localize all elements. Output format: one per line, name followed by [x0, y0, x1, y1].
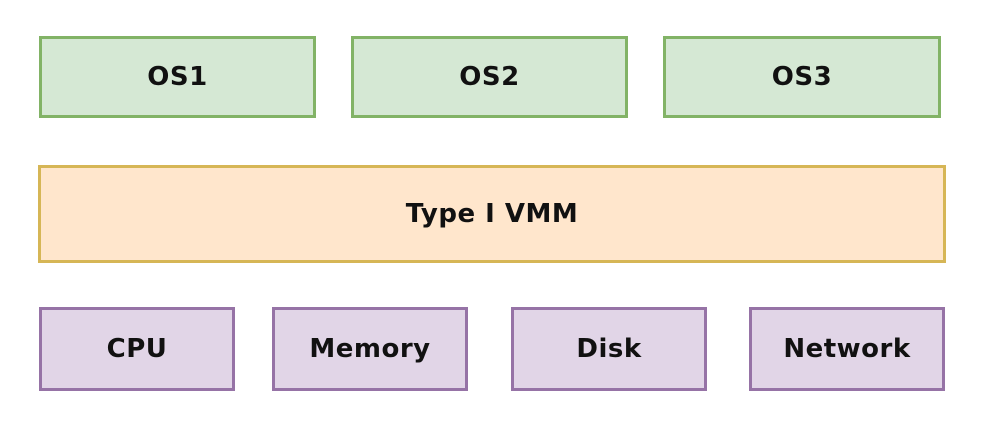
- hypervisor-box: Type I VMM: [38, 165, 946, 263]
- hardware-label: Memory: [309, 334, 431, 364]
- hardware-box-disk: Disk: [511, 307, 707, 391]
- guest-os-label: OS2: [459, 62, 520, 92]
- guest-os-box-1: OS1: [39, 36, 316, 118]
- hardware-label: Network: [783, 334, 911, 364]
- hypervisor-label: Type I VMM: [405, 199, 579, 229]
- guest-os-label: OS3: [771, 62, 833, 92]
- hardware-box-memory: Memory: [272, 307, 468, 391]
- guest-os-box-2: OS2: [351, 36, 628, 118]
- hardware-label: CPU: [106, 334, 168, 364]
- hardware-box-network: Network: [749, 307, 945, 391]
- hardware-box-cpu: CPU: [39, 307, 235, 391]
- guest-os-box-3: OS3: [663, 36, 941, 118]
- guest-os-label: OS1: [147, 62, 208, 92]
- hardware-label: Disk: [576, 334, 642, 364]
